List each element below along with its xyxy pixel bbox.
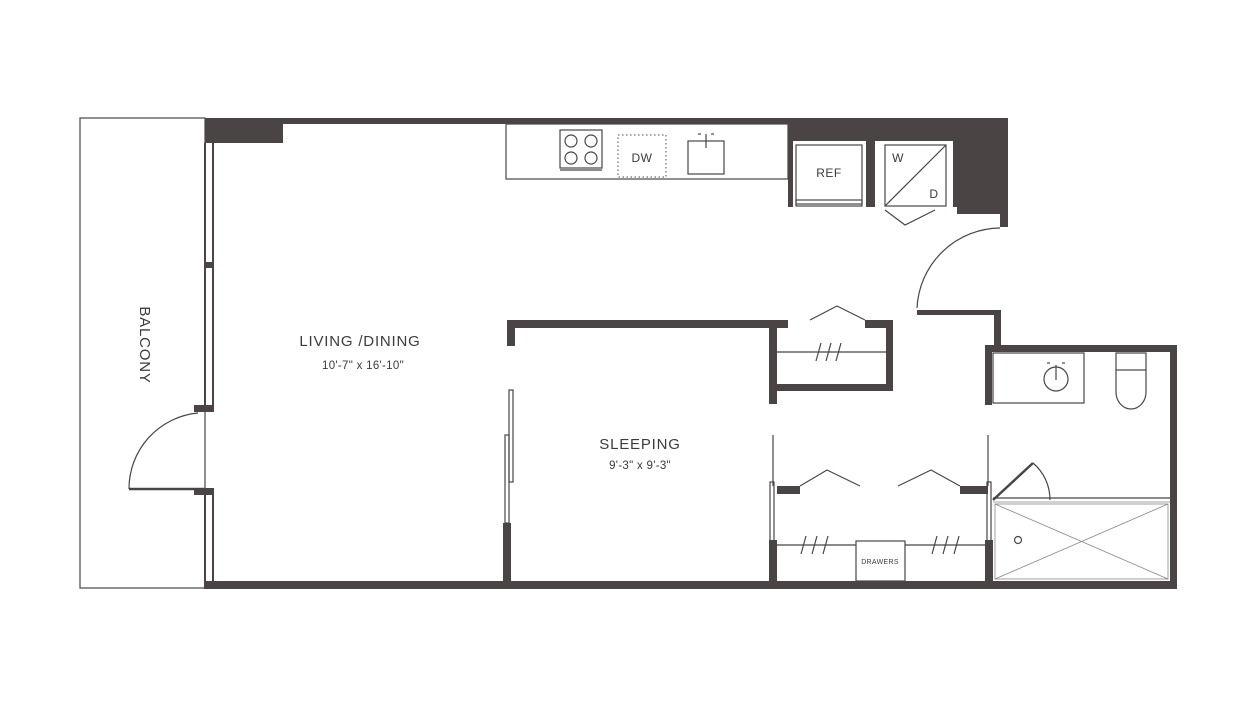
walls (194, 118, 1177, 589)
top-left-wall-block (205, 118, 283, 143)
wall-between-appliances (866, 141, 875, 207)
right-column-stub (1000, 200, 1008, 227)
closet-left-wall-lower (769, 540, 777, 585)
walk-in-closet: DRAWERS (769, 435, 992, 582)
window-mullion-3 (194, 488, 214, 495)
bathroom (992, 352, 1170, 580)
wall-left-of-ref (788, 141, 793, 207)
closet-door-right[interactable] (897, 469, 961, 487)
refrigerator-label: REF (816, 166, 842, 180)
closet-sliding-panel-left[interactable] (769, 481, 775, 553)
bath-right-wall (1170, 345, 1177, 589)
sleeping-room-name: SLEEPING (599, 436, 680, 453)
sleeping-top-wall-stub (507, 320, 515, 346)
kitchen-counter (505, 123, 789, 180)
balcony-label: BALCONY (136, 306, 153, 383)
drawers-label: DRAWERS (861, 559, 899, 566)
window-frame-outer (204, 143, 206, 410)
closet-door-left[interactable] (799, 469, 861, 487)
bath-left-wall-upper (985, 345, 992, 405)
closet-left-wall (769, 320, 777, 404)
sleeping-top-wall (507, 320, 788, 328)
kitchen-sink (687, 133, 725, 175)
bathroom-vanity (992, 352, 1085, 404)
window-mullion-1 (204, 262, 214, 268)
washer-label: W (892, 151, 904, 165)
closet2-right-stub (960, 486, 988, 494)
living-room-dims: 10'-7" x 16'-10" (322, 360, 404, 372)
closet2-left-stub (777, 486, 800, 494)
sleeping: SLEEPING 9'-3" x 9'-3" (504, 389, 680, 524)
upper-closet (777, 305, 886, 362)
window-frame-inner (212, 143, 214, 410)
sleeping-sliding-door[interactable] (504, 389, 514, 524)
entry-wall-vertical (994, 310, 1001, 350)
shower (993, 497, 1170, 580)
cooktop (559, 129, 603, 171)
living-room-name: LIVING /DINING (299, 333, 420, 350)
living-dining: LIVING /DINING 10'-7" x 16'-10" (299, 333, 420, 372)
closet-sliding-panel-right[interactable] (986, 481, 992, 553)
window-mullion-2 (194, 405, 214, 412)
bottom-wall (204, 581, 1177, 589)
sleeping-left-wall-lower (503, 523, 511, 585)
refrigerator: REF (795, 144, 863, 207)
right-column (957, 118, 1008, 214)
bath-top-wall (985, 345, 1177, 352)
closet-top-right-stub (865, 320, 893, 328)
closet-right-wall (886, 320, 893, 390)
drawers: DRAWERS (855, 540, 906, 582)
dishwasher: DW (617, 134, 667, 178)
top-right-wall-block (788, 118, 1008, 141)
dryer-label: D (929, 187, 938, 201)
entry-door[interactable] (916, 227, 1001, 309)
bath-left-wall-lower (985, 540, 993, 585)
shower-door[interactable] (992, 462, 1051, 501)
kitchen: DW REF W D (505, 123, 947, 226)
washer-dryer: W D (884, 144, 947, 226)
toilet (1115, 352, 1147, 410)
top-wall (205, 118, 1008, 124)
balcony-door[interactable] (128, 412, 205, 491)
dishwasher-label: DW (632, 151, 653, 165)
entry-wall-horizontal (917, 310, 1001, 315)
window-frame-inner-lower (212, 495, 214, 583)
window-frame-outer-lower (204, 495, 206, 583)
upper-closet-door[interactable] (809, 305, 866, 321)
shower-drain (1013, 535, 1023, 545)
wall-right-of-wd (953, 141, 957, 207)
closet-bottom-wall (769, 384, 893, 391)
balcony: BALCONY (79, 117, 206, 589)
sleeping-room-dims: 9'-3" x 9'-3" (609, 460, 671, 472)
